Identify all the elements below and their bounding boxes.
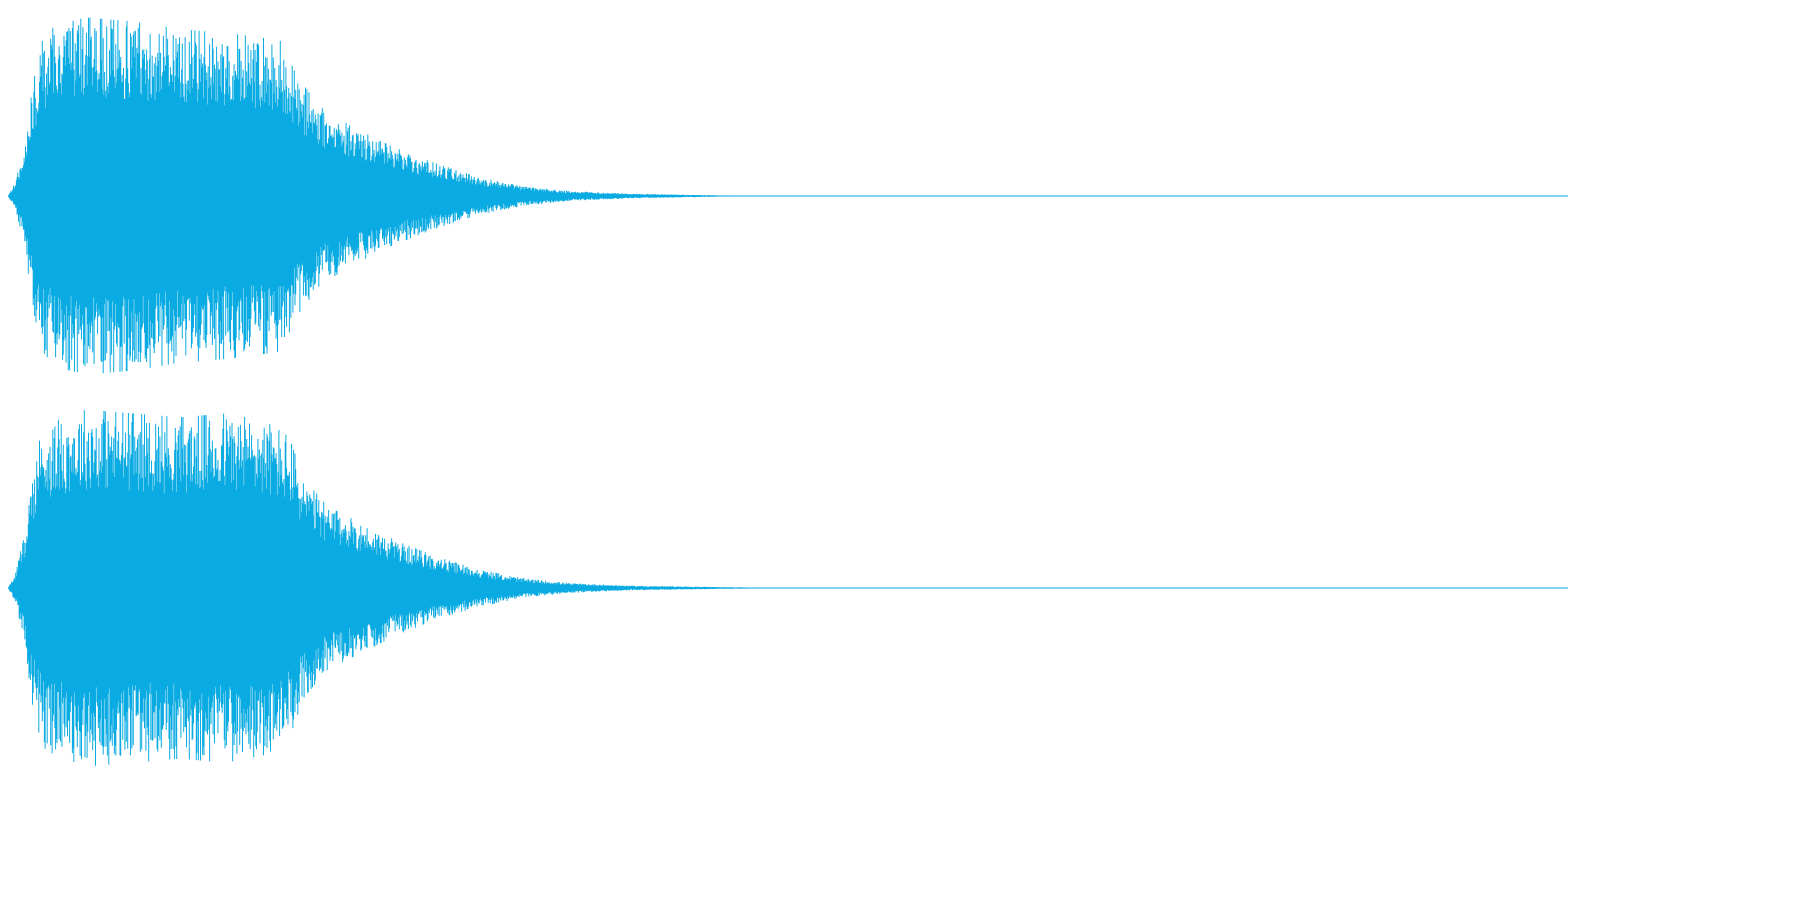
waveform-view — [8, 17, 1568, 766]
channel-2-waveform — [8, 410, 1568, 766]
channel-1-waveform — [8, 17, 1568, 374]
waveform-canvas — [8, 17, 1568, 766]
